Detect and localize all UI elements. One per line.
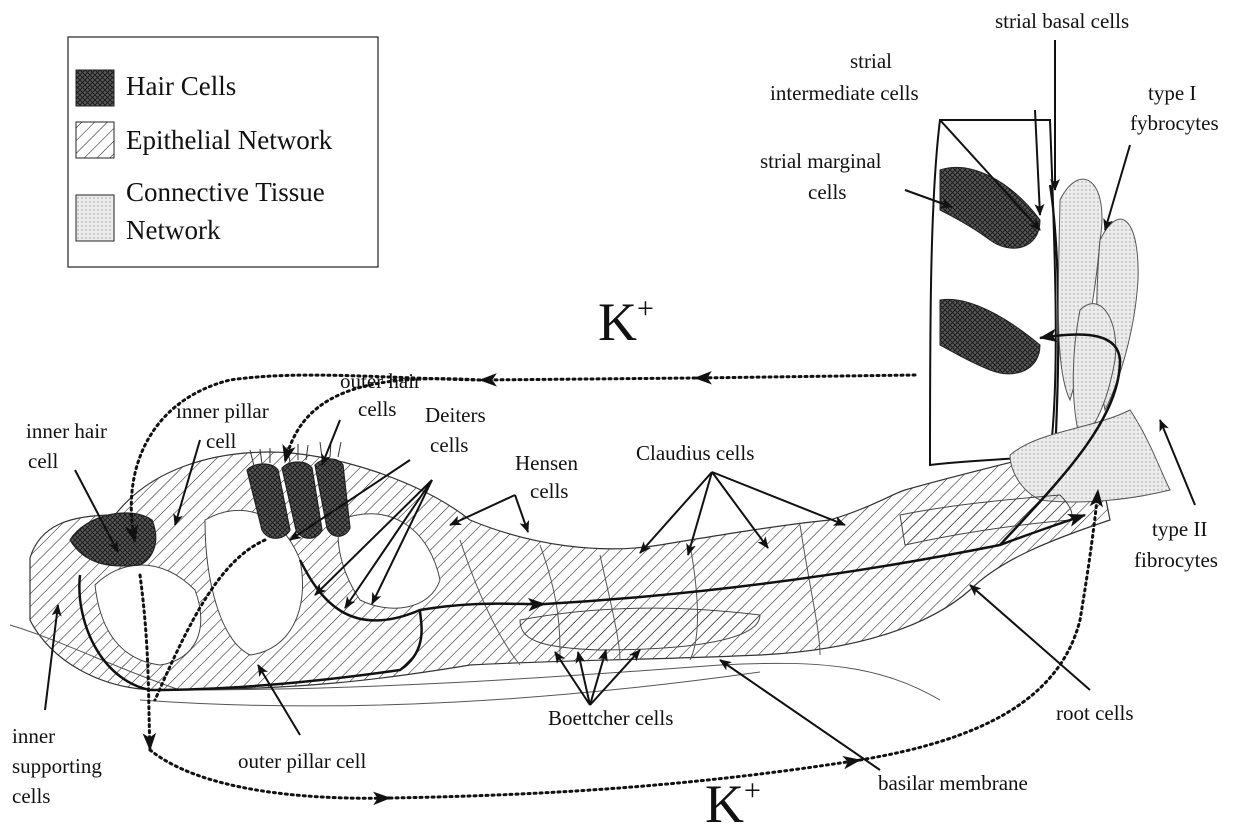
k-plus-lower: K+ [705, 774, 761, 832]
label-strial-basal-cells: strial basal cells [995, 9, 1129, 33]
label-supporting-cells: cells [12, 784, 50, 808]
upper-k-path-1 [695, 375, 915, 378]
label-root-cells: root cells [1056, 701, 1134, 725]
label-inner: inner [12, 724, 55, 748]
label-basilar-membrane: basilar membrane [878, 771, 1028, 795]
label-outer-pillar-cell: outer pillar cell [238, 749, 366, 773]
connective-tissue-swatch [76, 195, 114, 241]
label-type-i: type I [1148, 81, 1196, 105]
label-outer-hair: outer hair [340, 369, 421, 393]
label-hensen-cells: cells [530, 479, 568, 503]
arrow-type2 [1160, 420, 1195, 505]
label-inner-pillar-cell: cell [206, 429, 236, 453]
legend-hair-cells: Hair Cells [126, 71, 236, 101]
lower-k-path-2 [390, 760, 860, 798]
arrow-hensen-2 [515, 495, 528, 532]
label-fybrocytes: fybrocytes [1130, 111, 1219, 135]
label-supporting: supporting [12, 754, 102, 778]
epithelial-network-swatch [76, 122, 114, 158]
label-inner-pillar: inner pillar [176, 399, 269, 423]
k-plus-upper: K+ [598, 292, 654, 352]
label-claudius-cells: Claudius cells [636, 441, 754, 465]
legend: Hair Cells Epithelial Network Connective… [68, 37, 378, 267]
label-inner-hair: inner hair [26, 419, 107, 443]
label-deiters-cells: cells [430, 433, 468, 457]
label-intermediate-cells: intermediate cells [770, 81, 919, 105]
legend-connective-tissue-line1: Connective Tissue [126, 177, 325, 207]
arrow-basilar-membrane [720, 660, 880, 770]
arrow-hensen-1 [450, 495, 515, 525]
label-marginal-cells: cells [808, 180, 846, 204]
legend-epithelial-network: Epithelial Network [126, 125, 333, 155]
label-outer-hair-cells: cells [358, 397, 396, 421]
arrow-root-cells [970, 585, 1090, 690]
arrow-type1 [1105, 145, 1130, 230]
label-fibrocytes: fibrocytes [1134, 548, 1218, 572]
label-type-ii: type II [1152, 517, 1207, 541]
label-strial-marginal: strial marginal [760, 149, 882, 173]
upper-k-path-2 [480, 378, 695, 380]
epithelial-body [30, 452, 1110, 690]
label-boettcher-cells: Boettcher cells [548, 706, 673, 730]
label-hensen: Hensen [515, 451, 578, 475]
hair-cells-swatch [76, 70, 114, 106]
label-strial: strial [850, 49, 892, 73]
legend-connective-tissue-line2: Network [126, 215, 221, 245]
arrow-outer-hair [322, 420, 340, 465]
label-inner-hair-cell: cell [28, 449, 58, 473]
label-deiters: Deiters [425, 403, 486, 427]
